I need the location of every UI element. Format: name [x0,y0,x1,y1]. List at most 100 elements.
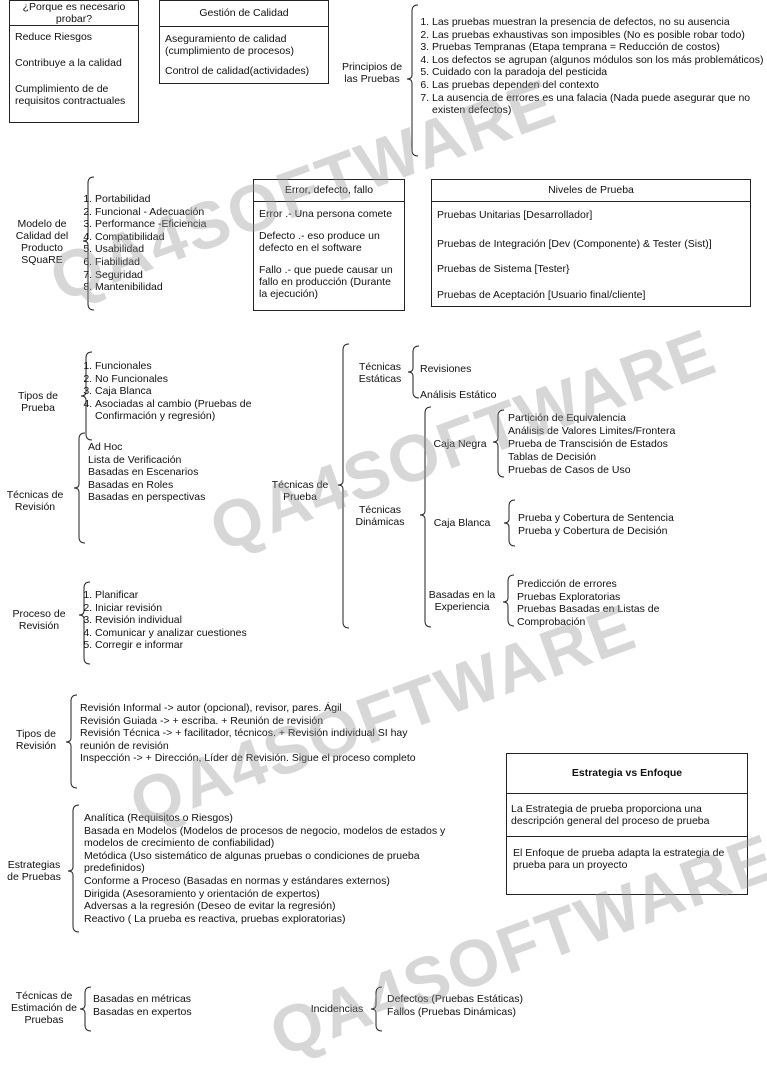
square-item: Seguridad [95,269,265,282]
static-techniques-list: Revisiones Análisis Estático [420,356,496,408]
square-item: Compatibilidad [95,231,265,244]
estimation-item: Basadas en expertos [93,1005,192,1018]
incident-item: Fallos (Pruebas Dinámicas) [387,1005,516,1018]
square-item: Performance -Eficiencia [95,218,265,231]
test-type-item: Caja Blanca [95,385,295,398]
why-test-item: Reduce Riesgos [15,31,93,43]
principle-item: Las pruebas dependen del contexto [432,79,767,92]
strategy-vs-approach-item: El Enfoque de prueba adapta la estrategi… [513,847,725,871]
test-levels-box: Niveles de Prueba Pruebas Unitarias [Des… [431,179,751,307]
review-process-item: Comunicar y analizar cuestiones [95,627,305,640]
principle-item: Las pruebas muestran la presencia de def… [432,16,767,29]
strategy-item: Dirigida (Asesoramiento y orientación de… [84,887,320,900]
review-process-item: Revisión individual [95,614,305,627]
strategies-label: Estrategias de Pruebas [7,859,61,883]
principle-item: La ausencia de errores es una falacia (N… [432,92,767,117]
incidents-label: Incidencias [310,1003,364,1015]
black-box-label: Caja Negra [433,438,487,450]
strategy-vs-approach-box: Estrategia vs Enfoque La Estrategia de p… [506,753,748,895]
why-test-item: Contribuye a la calidad [15,57,122,69]
square-item: Mantenibilidad [95,281,265,294]
white-box-item: Prueba y Cobertura de Decisión [518,524,668,537]
brace-review-techniques [73,432,86,544]
test-types-label: Tipos de Prueba [18,390,58,414]
review-process-item: Planificar [95,589,305,602]
square-list: Portabilidad Funcional - Adecuación Perf… [80,193,265,294]
principles-list: Las pruebas muestran la presencia de def… [417,16,767,117]
black-box-item: Prueba de Transcisión de Estados [508,437,668,450]
test-type-item: Funcionales [95,360,295,373]
black-box-item: Pruebas de Casos de Uso [508,463,631,476]
review-process-item: Corregir e informar [95,639,305,652]
review-process-item: Iniciar revisión [95,602,305,615]
error-defect-item: Error .- Una persona comete [259,208,393,220]
strategy-item: Metódica (Uso sistemático de algunas pru… [84,849,420,875]
quality-management-title: Gestión de Calidad [160,1,328,27]
brace-estimation [79,986,92,1032]
test-type-item: Asociadas al cambio (Pruebas de Confirma… [95,398,295,423]
review-techniques-list: Ad Hoc Lista de Verificación Basadas en … [88,441,205,504]
brace-white-box [503,499,516,547]
black-box-item: Tablas de Decisión [508,450,597,463]
review-type-item: Inspección -> + Dirección, Líder de Revi… [80,752,416,765]
error-defect-item: Defecto .- eso produce un defecto en el … [259,230,380,254]
review-type-item: Revisión Informal -> autor (opcional), r… [80,702,342,714]
why-test-item: Cumplimiento de de requisitos contractua… [15,83,126,107]
quality-management-item: Aseguramiento de calidad (cumplimiento d… [165,33,294,57]
square-label: Modelo de Calidad del Producto SQuaRE [15,218,69,266]
estimation-item: Basadas en métricas [93,993,192,1005]
why-test-title: ¿Porque es necesario probar? [10,1,138,26]
black-box-item: Partición de Equivalencia [508,412,626,424]
black-box-list: Partición de Equivalencia Análisis de Va… [508,412,675,477]
strategy-vs-approach-item: La Estrategia de prueba proporciona una … [507,794,747,837]
square-item: Fiabilidad [95,256,265,269]
dynamic-techniques-label: Técnicas Dinámicas [355,504,405,528]
review-technique-item: Lista de Verificación [88,453,182,466]
static-technique-item: Revisiones [420,363,472,375]
review-techniques-label: Técnicas de Revisión [6,489,64,513]
review-technique-item: Basadas en perspectivas [88,491,206,504]
experience-item: Predicción de errores [517,578,617,590]
error-defect-box: Error, defecto, fallo Error .- Una perso… [253,179,405,311]
experience-label: Basadas en la Experiencia [428,589,496,613]
review-technique-item: Ad Hoc [88,441,123,453]
review-type-item: Revisión Guiada -> + escriba. + Reunión … [80,714,324,727]
test-level-item: Pruebas de Sistema [Tester} [437,263,570,275]
strategy-item: Conforme a Proceso (Basadas en normas y … [84,874,390,887]
test-levels-title: Niveles de Prueba [432,180,750,202]
experience-item: Pruebas Exploratorias [517,590,621,603]
review-types-list: Revisión Informal -> autor (opcional), r… [80,702,420,765]
brace-static [407,345,420,399]
incident-item: Defectos (Pruebas Estáticas) [387,993,523,1005]
brace-review-types [65,694,78,789]
principle-item: Pruebas Tempranas (Etapa temprana = Redu… [432,41,767,54]
review-technique-item: Basadas en Roles [88,478,174,491]
strategy-item: Basada en Modelos (Modelos de procesos d… [84,824,446,850]
estimation-label: Técnicas de Estimación de Pruebas [11,990,77,1026]
strategy-vs-approach-title: Estrategia vs Enfoque [507,754,747,794]
strategy-item: Analítica (Requisitos o Riesgos) [84,812,233,824]
test-types-list: Funcionales No Funcionales Caja Blanca A… [80,360,295,423]
white-box-label: Caja Blanca [433,517,491,529]
static-technique-item: Análisis Estático [420,389,497,401]
brace-test-techniques [337,343,350,629]
principles-label: Principios de las Pruebas [341,61,403,85]
static-techniques-label: Técnicas Estáticas [358,361,402,385]
square-item: Portabilidad [95,193,265,206]
white-box-list: Prueba y Cobertura de Sentencia Prueba y… [518,512,674,537]
brace-incidents [370,986,383,1032]
review-technique-item: Basadas en Escenarios [88,466,199,479]
review-process-label: Proceso de Revisión [12,608,66,632]
test-level-item: Pruebas de Aceptación [Usuario final/cli… [437,289,646,301]
quality-management-box: Gestión de Calidad Aseguramiento de cali… [159,0,329,84]
review-process-list: Planificar Iniciar revisión Revisión ind… [80,589,305,652]
test-techniques-label: Técnicas de Prueba [271,479,329,503]
brace-strategies [67,804,80,933]
error-defect-title: Error, defecto, fallo [254,180,404,202]
brace-black-box [492,409,505,478]
experience-list: Predicción de errores Pruebas Explorator… [517,578,697,628]
incidents-list: Defectos (Pruebas Estáticas) Fallos (Pru… [387,993,523,1018]
square-item: Funcional - Adecuación [95,206,265,219]
quality-management-item: Control de calidad(actividades) [165,65,310,77]
strategy-item: Adversas a la regresión (Deseo de evitar… [84,900,336,913]
